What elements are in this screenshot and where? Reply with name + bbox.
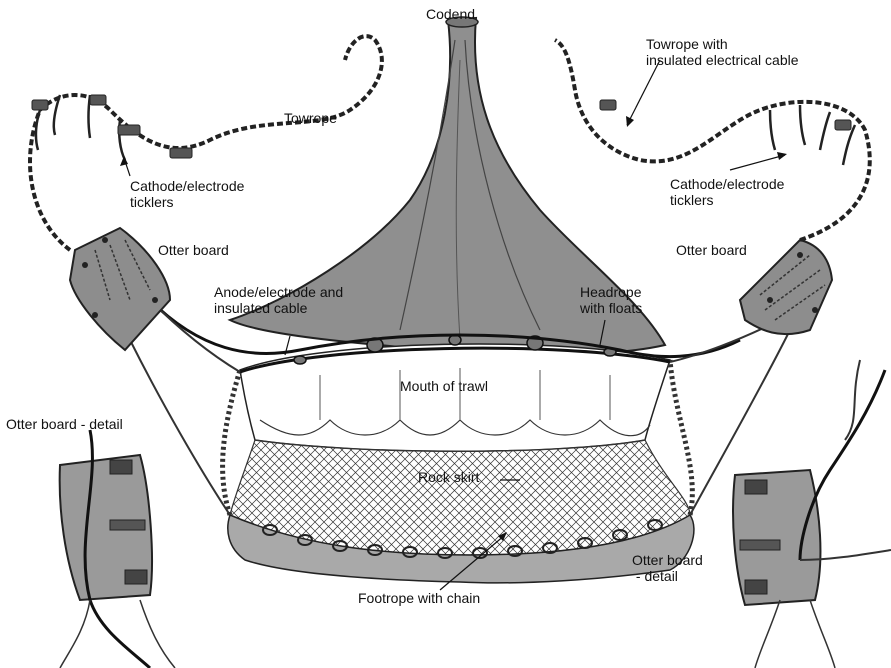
otter-board-detail-right xyxy=(733,360,891,668)
towrope-left xyxy=(30,36,382,250)
otter-board-right xyxy=(740,240,832,334)
otter-board-left xyxy=(70,228,170,350)
otter-board-detail-left xyxy=(60,430,175,668)
codend-funnel xyxy=(230,18,665,354)
